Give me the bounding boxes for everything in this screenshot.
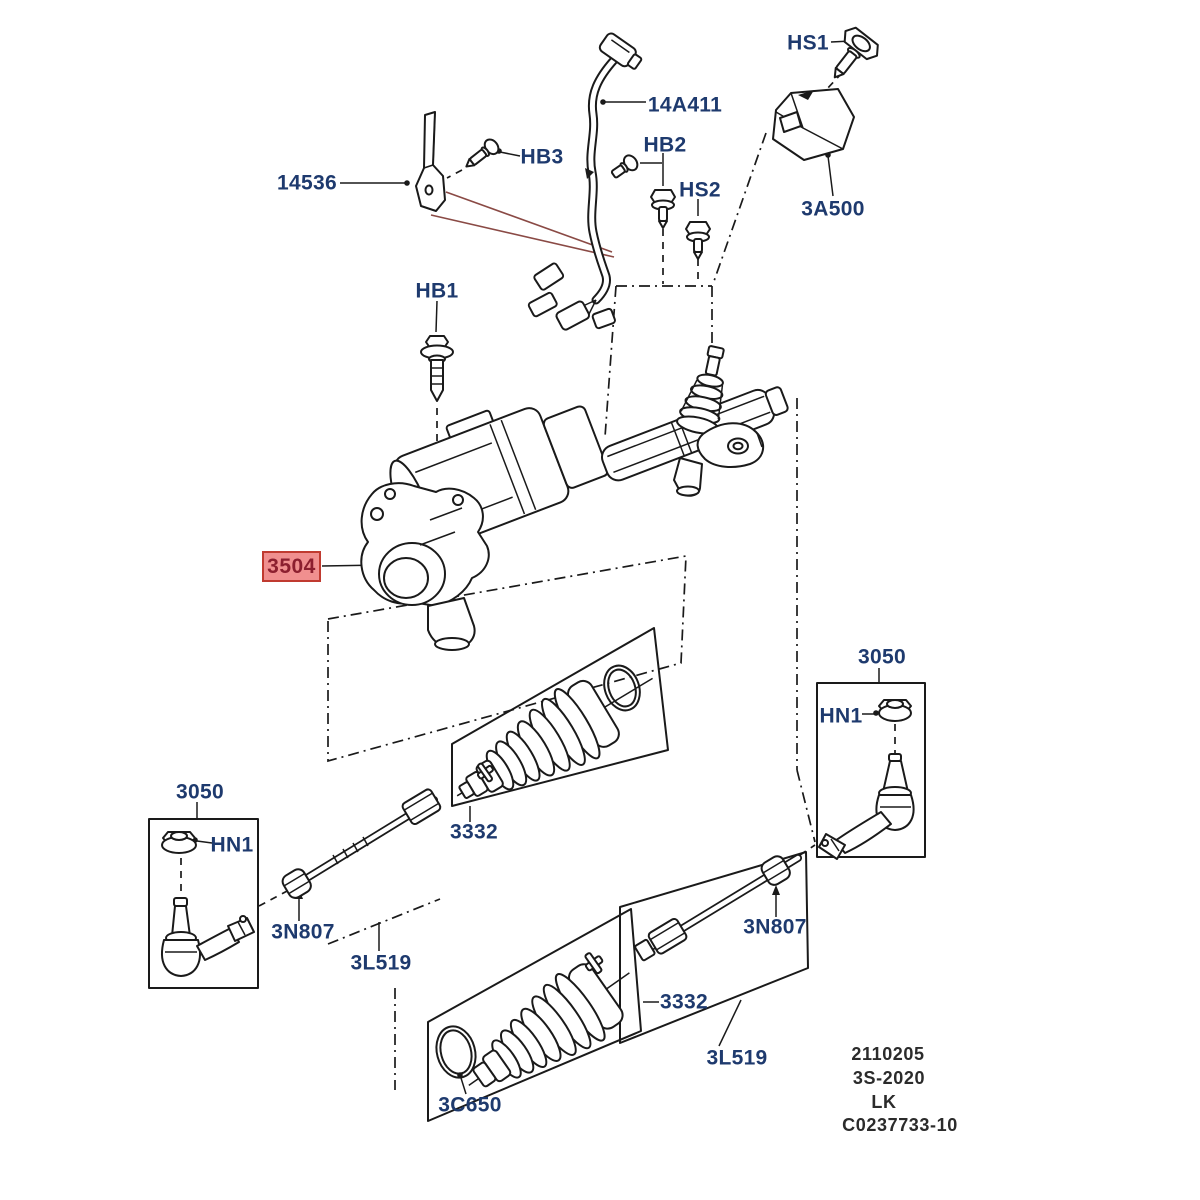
red-leader-lines	[430, 191, 615, 258]
label-3050-right: 3050	[858, 645, 906, 669]
label-hb1: HB1	[415, 279, 459, 303]
tie-rod-end-left	[161, 831, 255, 977]
label-3504-highlight: 3504	[262, 551, 321, 582]
label-hn1-left: HN1	[210, 833, 254, 857]
lock-nut-3n807-left	[281, 868, 312, 899]
label-3c650: 3C650	[438, 1093, 502, 1117]
wiring-harness-14a411	[527, 32, 643, 331]
label-hs1: HS1	[787, 31, 829, 55]
label-3l519-left: 3L519	[350, 951, 412, 975]
rack-left-housing	[360, 482, 490, 651]
bolt-hb2-clip	[610, 154, 639, 179]
lock-nut-3n807-right	[760, 855, 791, 886]
label-hn1-right: HN1	[819, 704, 863, 728]
bolt-hb1	[420, 335, 454, 402]
label-3l519-right: 3L519	[706, 1046, 768, 1070]
label-3332-upper: 3332	[450, 820, 498, 844]
label-3n807-left: 3N807	[271, 920, 335, 944]
boot-kit-box-lower	[427, 908, 642, 1122]
harness-top-connector	[598, 32, 643, 70]
label-hb3: HB3	[520, 145, 564, 169]
label-3n807-right: 3N807	[743, 915, 807, 939]
inner-tie-rod-left	[281, 788, 442, 899]
inner-rod-box-right	[619, 851, 809, 1044]
label-14a411: 14A411	[647, 93, 723, 117]
label-14536: 14536	[277, 171, 337, 195]
bolt-hb2	[650, 189, 676, 229]
inner-tie-rod-right	[634, 854, 802, 962]
footer-code-3: LK	[871, 1092, 897, 1112]
steering-boot-upper	[456, 664, 653, 799]
steering-gear-assembly	[360, 345, 789, 651]
footer-code-2: 3S-2020	[852, 1068, 926, 1088]
bolt-hs2	[685, 221, 711, 260]
boot-kit-box-upper	[451, 627, 669, 807]
bolt-hs1	[833, 26, 879, 79]
footer-code-1: 2110205	[851, 1044, 925, 1064]
steering-boot-lower	[435, 952, 630, 1088]
boot-clamp-ring-upper	[603, 664, 641, 712]
label-3050-left: 3050	[176, 780, 224, 804]
heat-shield-3a500	[772, 88, 855, 161]
tie-rod-end-box-right	[816, 682, 926, 858]
construction-lines	[258, 72, 843, 1090]
tie-rod-end-box-left	[148, 818, 259, 989]
label-hs2: HS2	[679, 178, 721, 202]
label-hb2: HB2	[643, 133, 687, 157]
bolt-hb3	[465, 138, 500, 168]
label-3a500: 3A500	[801, 197, 865, 221]
tie-rod-end-right	[818, 699, 915, 860]
bracket-14536	[415, 111, 446, 212]
boot-clamp-ring-3c650	[435, 1025, 477, 1079]
label-3332-lower: 3332	[660, 990, 708, 1014]
footer-code-4: C0237733-10	[842, 1115, 958, 1135]
pinion-input-shaft	[676, 345, 725, 435]
